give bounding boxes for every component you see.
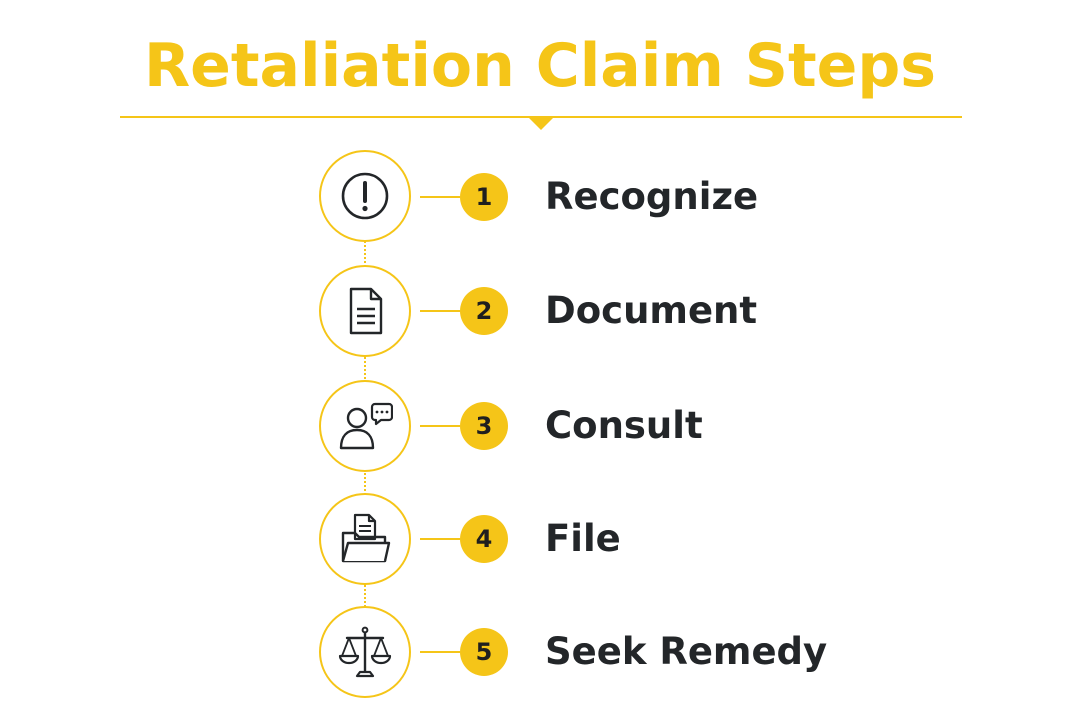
divider-notch	[528, 117, 554, 130]
step-1-badge: 1	[460, 173, 508, 221]
step-3-badge: 3	[460, 402, 508, 450]
step-3-link-line	[420, 425, 460, 427]
step-4-badge: 4	[460, 515, 508, 563]
step-2-label: Document	[545, 289, 758, 332]
step-1-icon-circle	[319, 150, 411, 242]
person-speech-bubble-icon	[339, 402, 393, 450]
step-4-link-line	[420, 538, 460, 540]
step-5-icon-circle	[319, 606, 411, 698]
step-3-icon-circle	[319, 380, 411, 472]
step-2-link-line	[420, 310, 460, 312]
step-5-badge: 5	[460, 628, 508, 676]
document-icon	[349, 287, 383, 335]
step-1-link-line	[420, 196, 460, 198]
step-2-badge: 2	[460, 287, 508, 335]
step-4-label: File	[545, 517, 621, 560]
step-2-icon-circle	[319, 265, 411, 357]
step-3-label: Consult	[545, 404, 703, 447]
step-4-icon-circle	[319, 493, 411, 585]
step-5-label: Seek Remedy	[545, 630, 828, 673]
exclamation-circle-icon	[341, 172, 389, 220]
page-title: Retaliation Claim Steps	[143, 31, 937, 101]
folder-document-icon	[341, 513, 391, 563]
step-1-label: Recognize	[545, 175, 759, 218]
step-5-link-line	[420, 651, 460, 653]
scales-of-justice-icon	[338, 626, 392, 678]
